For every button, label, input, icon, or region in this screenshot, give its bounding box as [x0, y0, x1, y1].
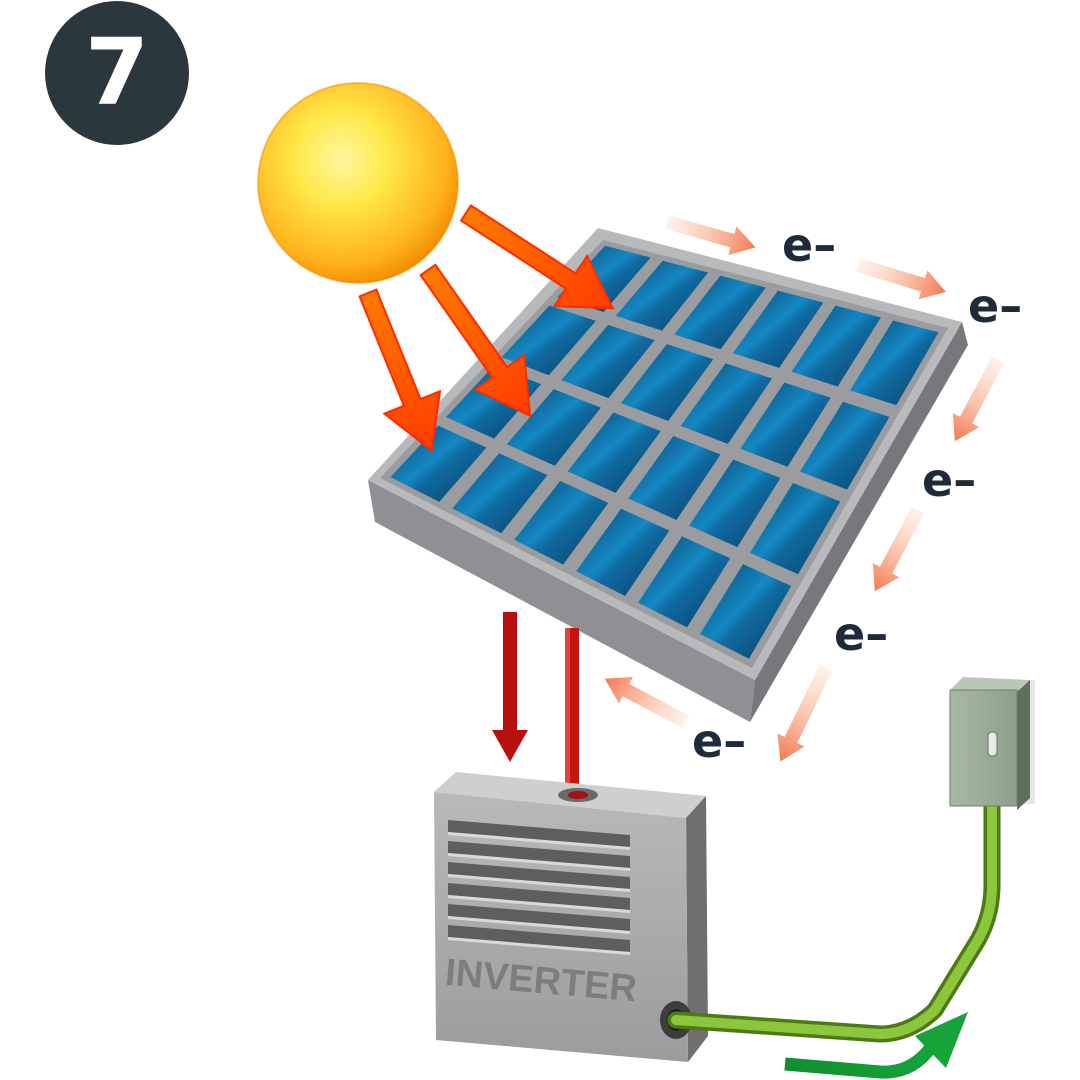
inverter: INVERTER — [434, 772, 708, 1062]
electron-flow: e– e– e– e– e– — [604, 215, 1022, 768]
inverter-vent-highlight — [448, 853, 630, 871]
panel-cell — [674, 275, 766, 350]
electron-label: e– — [922, 453, 976, 507]
panel-cell — [506, 389, 601, 466]
panel-cell — [791, 305, 881, 387]
ac-flow-arrow — [784, 1012, 968, 1079]
panel-cell — [638, 536, 731, 628]
panel-cell — [732, 290, 824, 368]
inverter-vent — [448, 904, 630, 931]
solar-panel — [368, 228, 968, 722]
panel-cell — [561, 324, 655, 399]
inverter-vent-highlight — [448, 874, 630, 892]
panel-cell — [850, 320, 939, 406]
panel-cell — [615, 260, 709, 331]
inverter-vent — [448, 820, 630, 847]
electron-arrow — [952, 356, 1005, 442]
panel-cell — [680, 363, 772, 444]
inverter-vent — [448, 925, 630, 952]
current-arrow-down — [492, 612, 528, 762]
electron-label: e– — [968, 279, 1022, 333]
inverter-vent — [448, 883, 630, 910]
electron-arrow — [777, 664, 833, 762]
panel-cell — [452, 453, 548, 534]
panel-cell — [700, 564, 792, 659]
electron-arrow — [872, 506, 925, 592]
inverter-vent-highlight — [448, 895, 630, 913]
panel-cell — [689, 459, 781, 548]
electron-label: e– — [834, 607, 888, 661]
panel-cell — [567, 412, 661, 493]
panel-cell — [628, 436, 721, 520]
ac-wire — [667, 791, 1001, 1043]
sun-icon — [257, 82, 459, 284]
electron-label: e– — [692, 714, 746, 768]
sun-ray-arrow — [358, 288, 442, 453]
electron-arrow — [604, 676, 690, 729]
inverter-vent-highlight — [448, 937, 630, 955]
panel-cell — [750, 482, 841, 575]
panel-cell — [621, 344, 714, 422]
electrical-box — [949, 677, 1035, 810]
panel-cell — [576, 508, 670, 597]
step-number: 7 — [85, 19, 149, 126]
panel-cell — [800, 401, 890, 490]
inverter-vents — [448, 820, 630, 955]
electron-arrow — [855, 258, 946, 300]
sun-ray-arrow — [459, 204, 615, 310]
inverter-vent — [448, 862, 630, 889]
panel-cell — [514, 481, 609, 565]
inverter-vent-highlight — [448, 916, 630, 934]
electron-label: e– — [782, 218, 836, 272]
inverter-vent — [448, 841, 630, 868]
sun-rays — [358, 204, 615, 453]
dc-wire — [565, 628, 579, 798]
step-badge: 7 — [45, 1, 189, 145]
inverter-vent-highlight — [448, 832, 630, 850]
panel-cell — [390, 425, 487, 502]
electron-arrow — [665, 215, 756, 256]
panel-cell — [740, 382, 831, 467]
panel-cells — [390, 245, 939, 659]
sun-ray-arrow — [419, 263, 532, 418]
